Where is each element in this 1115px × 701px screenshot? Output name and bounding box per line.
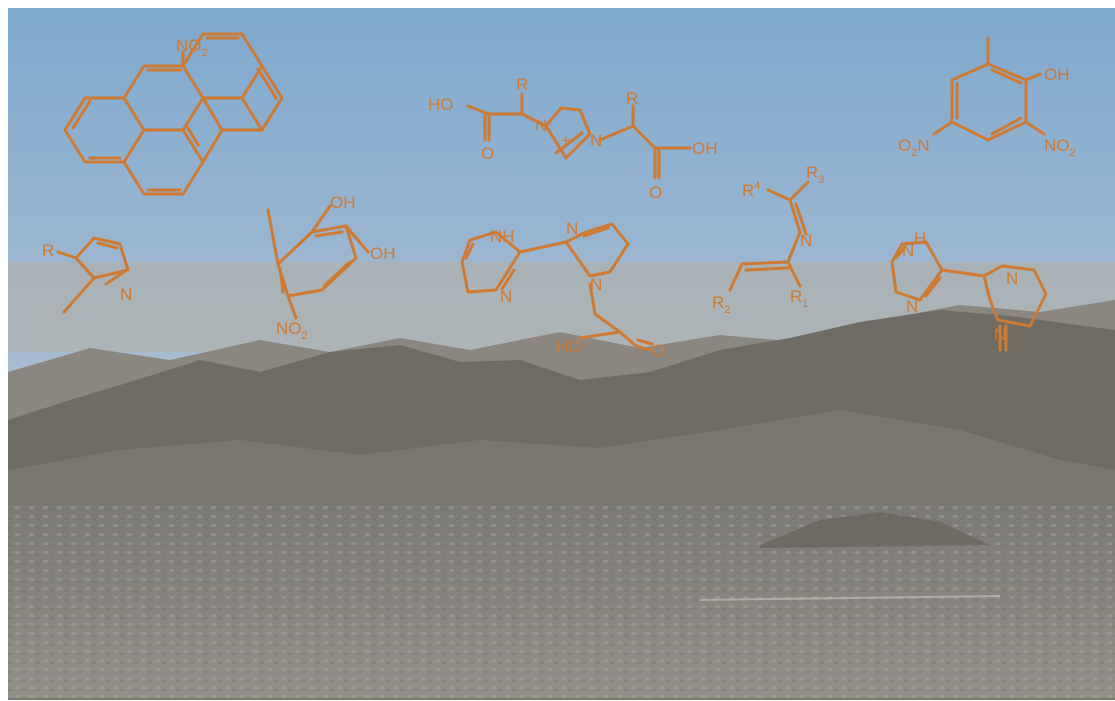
oh-right: OH xyxy=(692,139,718,158)
ho-left: HO xyxy=(428,95,454,114)
double-bonds xyxy=(71,36,278,192)
link-and-arm xyxy=(518,240,638,348)
n-bottom-right-label: N xyxy=(994,325,1006,344)
city-photo xyxy=(8,8,1115,700)
imine-bonds xyxy=(728,180,810,292)
pyrrole-doubles xyxy=(96,241,126,286)
right-imidazole xyxy=(564,222,630,278)
biimidazole-right: H N N N N xyxy=(890,229,1048,352)
nitro-label: NO2 xyxy=(176,36,208,59)
molecule-overlays: NO2 R R HO O N + N OH O OH O2N NO2 xyxy=(42,32,1076,360)
benzene-doubles xyxy=(278,230,352,294)
o-left: O xyxy=(481,144,494,163)
h-label: H xyxy=(914,229,926,248)
ho-label: HO xyxy=(556,337,582,356)
imidazolium-ring xyxy=(544,106,592,160)
oh-label: OH xyxy=(1044,65,1070,84)
substituents xyxy=(932,36,1046,136)
substituents xyxy=(266,204,370,320)
no2-label: NO2 xyxy=(1044,136,1076,159)
left-arm xyxy=(466,92,548,142)
biimidazole-glycol: NH N N N HO O xyxy=(460,219,665,360)
doubles xyxy=(464,226,654,352)
n-bottom-label: N xyxy=(590,275,602,294)
imine: R4 R3 N R2 R1 xyxy=(712,163,824,316)
oh2-label: OH xyxy=(370,244,396,263)
n-left: N xyxy=(535,116,547,135)
o-label: O xyxy=(652,341,665,360)
n-right: N xyxy=(590,131,602,150)
n-left-label: N xyxy=(500,287,512,306)
r-right: R xyxy=(626,89,638,108)
right-arm xyxy=(598,104,692,180)
n-label: N xyxy=(800,231,812,250)
n-top-label: N xyxy=(566,219,578,238)
ring-bonds xyxy=(63,32,284,196)
n-bottom-left-label: N xyxy=(906,297,918,316)
o-right: O xyxy=(649,183,662,202)
r2-label: R2 xyxy=(712,293,730,316)
link xyxy=(940,268,986,278)
nitro-benzopyrene: NO2 xyxy=(63,32,284,196)
avenue xyxy=(699,595,1001,601)
no2-label: NO2 xyxy=(276,319,308,342)
r-left: R xyxy=(516,75,528,94)
n-label: N xyxy=(120,285,132,304)
r-label: R xyxy=(42,241,54,260)
r3-label: R3 xyxy=(806,163,824,186)
plus-charge: + xyxy=(561,131,571,150)
nitrocatechol: OH OH NO2 xyxy=(266,193,396,342)
r4-label: R4 xyxy=(742,180,760,200)
imidazolium-diacid: R R HO O N + N OH O xyxy=(428,75,718,202)
n-top-right-label: N xyxy=(1006,269,1018,288)
doubles xyxy=(894,246,1008,352)
o2n-label: O2N xyxy=(898,136,930,159)
pyrrole: R N xyxy=(42,236,132,314)
nh-label: NH xyxy=(490,227,515,246)
ring-double xyxy=(554,131,584,155)
n-top-left-label: N xyxy=(902,241,914,260)
benzene-doubles xyxy=(955,68,1023,136)
oh1-label: OH xyxy=(330,193,356,212)
right-imidazole xyxy=(982,264,1048,328)
r1-label: R1 xyxy=(790,287,808,310)
dinitrocresol: OH O2N NO2 xyxy=(898,36,1076,159)
hill-lower-right xyxy=(760,512,990,548)
pyrrole-subs xyxy=(56,250,96,314)
